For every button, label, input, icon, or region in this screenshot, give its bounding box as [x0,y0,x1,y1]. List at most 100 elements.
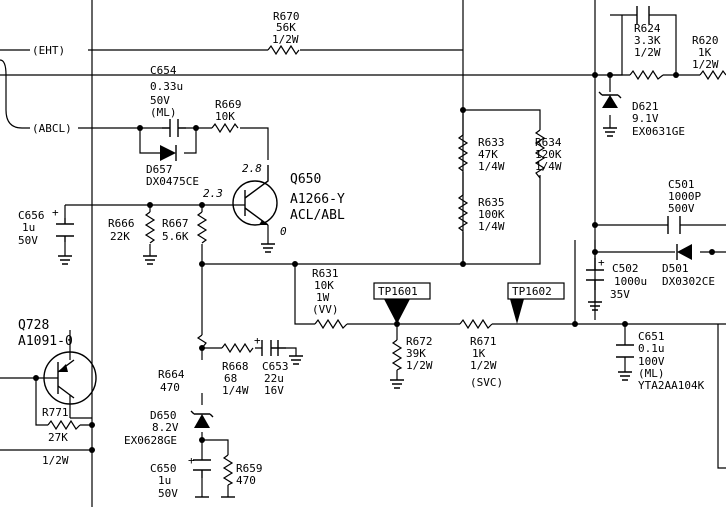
c653-symbol [261,340,286,356]
r672-value: 39K [406,347,426,360]
r666-ref: R666 [108,217,135,230]
c501-symbol [667,216,681,234]
d501-part: DX0302CE [662,275,715,288]
r672-ref: R672 [406,335,433,348]
r633-ref: R633 [478,136,505,149]
q728-part: A1091-0 [18,334,73,349]
r624-value: 3.3K [634,34,661,47]
capacitor-symbols [56,6,681,478]
q650-note: ACL/ABL [290,208,345,223]
r634-value: 120K [535,148,562,161]
c654-ref: C654 [150,64,177,77]
c656-value: 1u [22,221,35,234]
r668-ref: R668 [222,360,249,373]
c502-value: 1000u [614,275,647,288]
c651-value: 0.1u [638,342,665,355]
r635-value: 100K [478,208,505,221]
r633-symbol [457,134,469,172]
r771-symbol [47,419,81,431]
r664-ref: R664 [158,368,185,381]
c653-plus: + [254,334,261,347]
c653-ref: C653 [262,360,289,373]
c654-value: 0.33u [150,80,183,93]
transistor-q650 [232,165,278,226]
tp1601-label: TP1601 [378,285,418,298]
c654-symbol [162,119,186,137]
r672-rating: 1/2W [406,359,433,372]
r620-ref: R620 [692,34,719,47]
r635-symbol [457,194,469,232]
c650-ref: C650 [150,462,177,475]
c656-ref: C656 [18,209,45,222]
r669-value: 10K [215,110,235,123]
r771-ref: R771 [42,406,69,419]
r620-rating: 1/2W [692,58,719,71]
r670-symbol [267,44,300,56]
q650-part: A1266-Y [290,192,345,207]
r624-ref: R624 [634,22,661,35]
d650-ref: D650 [150,409,177,422]
c653-rating: 16V [264,384,284,397]
r634-rating: 1/4W [535,160,562,173]
c502-rating: 35V [610,288,630,301]
c654-note: (ML) [150,106,177,119]
net-abcl: (ABCL) [32,122,72,135]
r631-symbol [314,318,348,330]
d650-value: 8.2V [152,421,179,434]
d650-part: EX0628GE [124,434,177,447]
d621-part: EX0631GE [632,125,685,138]
r771-value: 27K [48,431,68,444]
r635-rating: 1/4W [478,220,505,233]
d621-value: 9.1V [632,112,659,125]
net-svc: (SVC) [470,376,503,389]
r667-ref: R667 [162,217,189,230]
tp1602-label: TP1602 [512,285,552,298]
c650-plus: + [188,454,195,467]
d650-symbol [194,414,210,428]
r670-rating: 1/2W [272,33,299,46]
c651-note: (ML) [638,367,665,380]
q650-voltage-top: 2.8 [242,162,262,175]
c501-value: 1000P [668,190,701,203]
r670-value: 56K [276,21,296,34]
net-eht: (EHT) [32,44,65,57]
c501-rating: 500V [668,202,695,215]
r634-symbol [534,129,546,179]
r659-symbol [222,454,234,486]
r669-ref: R669 [215,98,242,111]
r620-symbol [699,69,726,81]
c650-rating: 50V [158,487,178,500]
r620-value: 1K [698,46,712,59]
r666-value: 22K [110,230,130,243]
d657-symbol [160,145,176,161]
d657-part: DX0475CE [146,175,199,188]
r666-symbol [144,211,156,244]
r670-ref: R670 [273,10,300,23]
r669-symbol [211,122,239,134]
r667-value: 5.6K [162,230,189,243]
net-vv: (VV) [312,303,339,316]
r635-ref: R635 [478,196,505,209]
r672-symbol [391,339,403,371]
c656-rating: 50V [18,234,38,247]
d501-ref: D501 [662,262,689,275]
r664-value: 470 [160,381,180,394]
c650-value: 1u [158,474,171,487]
c654-rating: 50V [150,94,170,107]
r667-symbol [196,211,208,244]
c650-symbol [193,459,211,478]
q650-ref: Q650 [290,172,321,187]
diode-symbols [160,91,692,428]
q650-voltage-right: 0 [280,225,287,238]
r668-rating: 1/4W [222,384,249,397]
c651-ref: C651 [638,330,665,343]
r668-value: 68 [224,372,237,385]
r631-rating: 1W [316,291,330,304]
d501-symbol [677,244,692,260]
transistor-q728 [36,351,97,405]
ground-symbols [58,127,632,498]
test-points [373,282,565,324]
q728-ref: Q728 [18,318,49,333]
r671-value: 1K [472,347,486,360]
